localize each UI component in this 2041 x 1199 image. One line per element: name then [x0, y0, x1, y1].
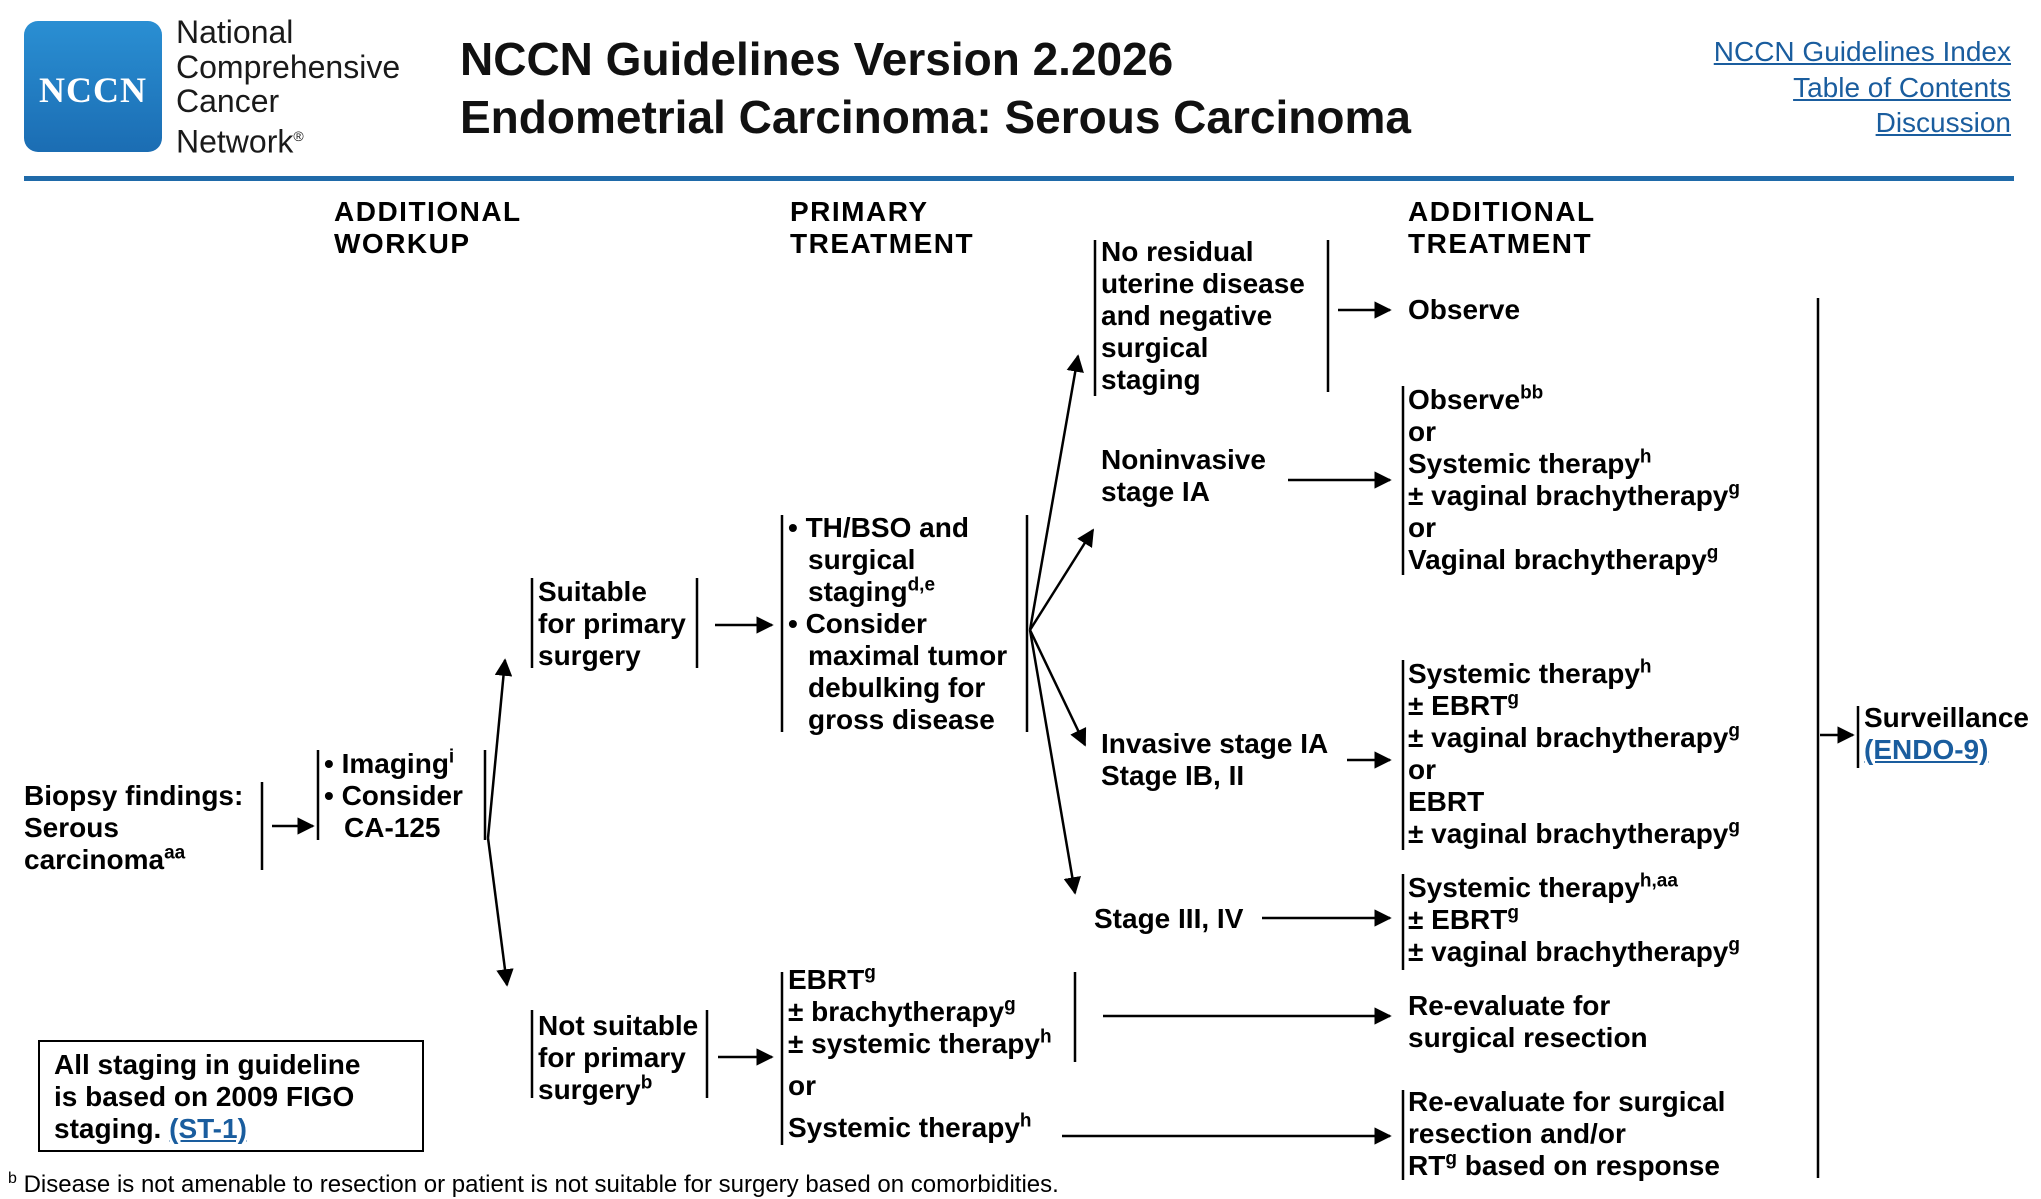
st-1-link[interactable]: (ST-1)	[169, 1113, 247, 1144]
workup-box: • Imagingi • Consider CA-125	[324, 746, 463, 843]
title-line: Endometrial Carcinoma: Serous Carcinoma	[460, 91, 1411, 143]
treatment-reevaluate-rt: Re-evaluate for surgical resection and/o…	[1408, 1086, 1726, 1181]
logo-text: NCCN	[39, 70, 147, 110]
header-links: NCCN Guidelines Index Table of Contents …	[1714, 34, 2011, 141]
discussion-link[interactable]: Discussion	[1875, 107, 2011, 138]
stage-advanced: Stage III, IV	[1094, 903, 1244, 934]
treatment-observe: Observe	[1408, 294, 1521, 325]
org-line: Cancer	[176, 83, 280, 119]
primary-surgery-box: • TH/BSO and surgical stagingd,e • Consi…	[788, 512, 1008, 735]
title-line: NCCN Guidelines Version 2.2026	[460, 33, 1174, 85]
biopsy-findings: Biopsy findings: Serous carcinomaaa	[24, 780, 244, 875]
treatment-advanced: Systemic therapyh,aa ± EBRTg ± vaginal b…	[1408, 870, 1740, 967]
table-of-contents-link[interactable]: Table of Contents	[1793, 71, 2011, 103]
org-line: Network®	[176, 123, 304, 160]
surveillance: Surveillance (ENDO-9)	[1864, 702, 2029, 765]
footnote-marker: b	[8, 1170, 17, 1187]
footnote: b Disease is not amenable to resection o…	[8, 1170, 1059, 1198]
organization-name: National Comprehensive Cancer Network®	[176, 15, 400, 159]
page-title: NCCN Guidelines Version 2.2026 Endometri…	[460, 30, 1411, 146]
treatment-noninvasive: Observebb or Systemic therapyh ± vaginal…	[1408, 382, 1740, 575]
registered-mark: ®	[293, 127, 304, 144]
treatment-invasive: Systemic therapyh ± EBRTg ± vaginal brac…	[1408, 656, 1740, 849]
staging-note: All staging in guideline is based on 200…	[38, 1040, 424, 1152]
header-divider	[24, 176, 2014, 181]
nonsurgical-treatment-box: EBRTg ± brachytherapyg ± systemic therap…	[788, 962, 1052, 1143]
org-line: National	[176, 14, 294, 50]
nccn-logo: NCCN	[24, 21, 162, 152]
guidelines-index-link[interactable]: NCCN Guidelines Index	[1713, 36, 2011, 67]
org-line: Comprehensive	[176, 48, 401, 85]
endo-9-link[interactable]: (ENDO-9)	[1864, 734, 1989, 765]
